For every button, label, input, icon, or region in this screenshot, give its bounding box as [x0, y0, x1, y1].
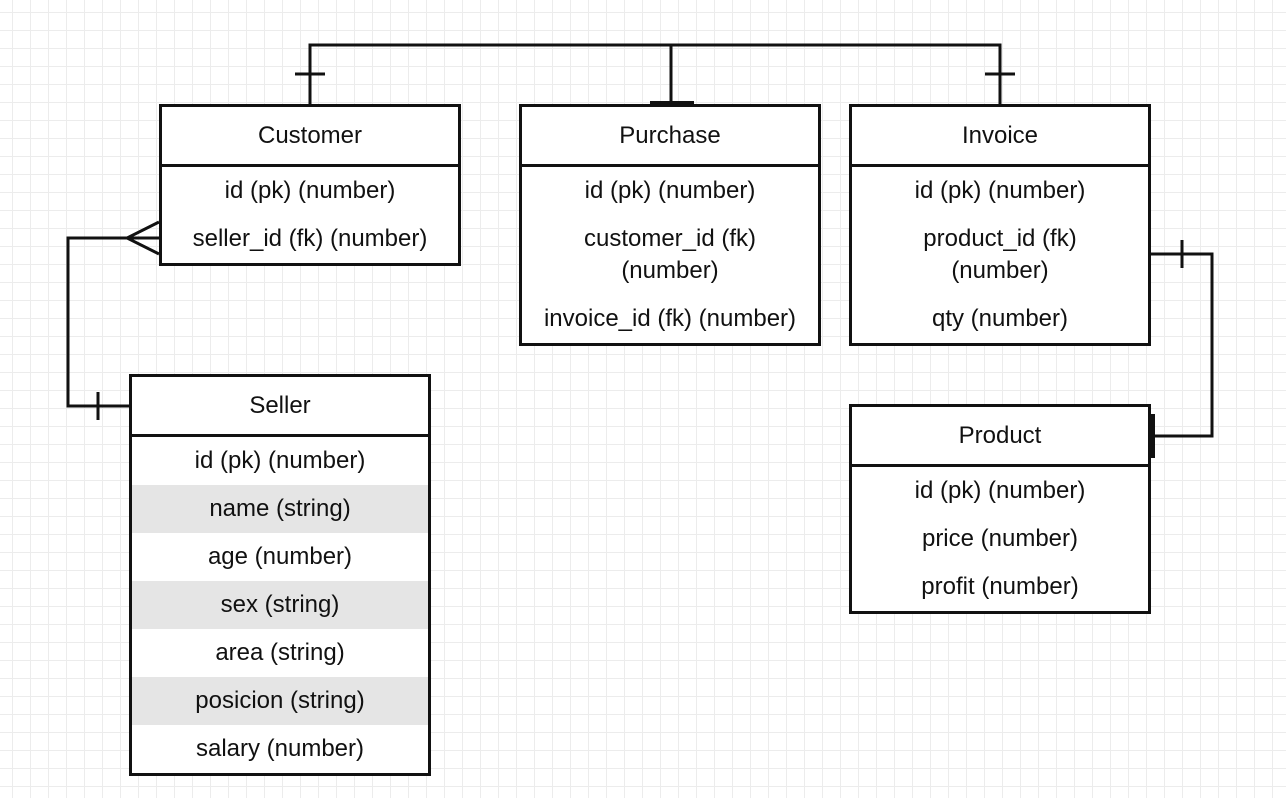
field-row: id (pk) (number)	[132, 437, 428, 485]
field-label: sex (string)	[220, 591, 340, 618]
entity-title: Customer	[162, 107, 458, 167]
entity-title: Product	[852, 407, 1148, 467]
field-row: seller_id (fk) (number)	[162, 215, 458, 263]
field-row: id (pk) (number)	[162, 167, 458, 215]
field-row: qty (number)	[852, 295, 1148, 343]
field-label: id (pk) (number)	[914, 177, 1086, 204]
field-label: id (pk) (number)	[224, 177, 396, 204]
entity-product[interactable]: Product id (pk) (number) price (number) …	[849, 404, 1151, 614]
field-row: invoice_id (fk) (number)	[522, 295, 818, 343]
field-label: age (number)	[207, 543, 353, 570]
field-row: posicion (string)	[132, 677, 428, 725]
many-marker-customer	[123, 220, 160, 256]
entity-title: Invoice	[852, 107, 1148, 167]
field-row: id (pk) (number)	[852, 467, 1148, 515]
field-label: product_id (fk) (number)	[923, 225, 1077, 284]
field-row: salary (number)	[132, 725, 428, 773]
entity-invoice[interactable]: Invoice id (pk) (number) product_id (fk)…	[849, 104, 1151, 346]
field-label: id (pk) (number)	[584, 177, 756, 204]
field-row: product_id (fk) (number)	[852, 215, 1148, 295]
field-label: profit (number)	[921, 573, 1079, 600]
field-label: name (string)	[209, 495, 351, 522]
field-row: profit (number)	[852, 563, 1148, 611]
field-label: posicion (string)	[195, 687, 365, 714]
field-label: salary (number)	[195, 735, 365, 762]
field-label: customer_id (fk) (number)	[583, 225, 757, 284]
field-row: area (string)	[132, 629, 428, 677]
field-row: age (number)	[132, 533, 428, 581]
field-row: price (number)	[852, 515, 1148, 563]
field-label: id (pk) (number)	[194, 447, 366, 474]
field-label: price (number)	[921, 525, 1079, 552]
field-label: seller_id (fk) (number)	[192, 225, 428, 252]
entity-title: Purchase	[522, 107, 818, 167]
field-label: id (pk) (number)	[914, 477, 1086, 504]
field-row: name (string)	[132, 485, 428, 533]
field-label: area (string)	[215, 639, 345, 666]
entity-title: Seller	[132, 377, 428, 437]
field-row: sex (string)	[132, 581, 428, 629]
entity-purchase[interactable]: Purchase id (pk) (number) customer_id (f…	[519, 104, 821, 346]
connector-invoice-product[interactable]	[1151, 252, 1214, 438]
entity-customer[interactable]: Customer id (pk) (number) seller_id (fk)…	[159, 104, 461, 266]
field-row: id (pk) (number)	[852, 167, 1148, 215]
entity-seller[interactable]: Seller id (pk) (number) name (string) ag…	[129, 374, 431, 776]
field-row: customer_id (fk) (number)	[522, 215, 818, 295]
connector-customer-purchase-invoice[interactable]	[308, 43, 1002, 104]
field-label: invoice_id (fk) (number)	[543, 305, 797, 332]
field-row: id (pk) (number)	[522, 167, 818, 215]
field-label: qty (number)	[931, 305, 1069, 332]
